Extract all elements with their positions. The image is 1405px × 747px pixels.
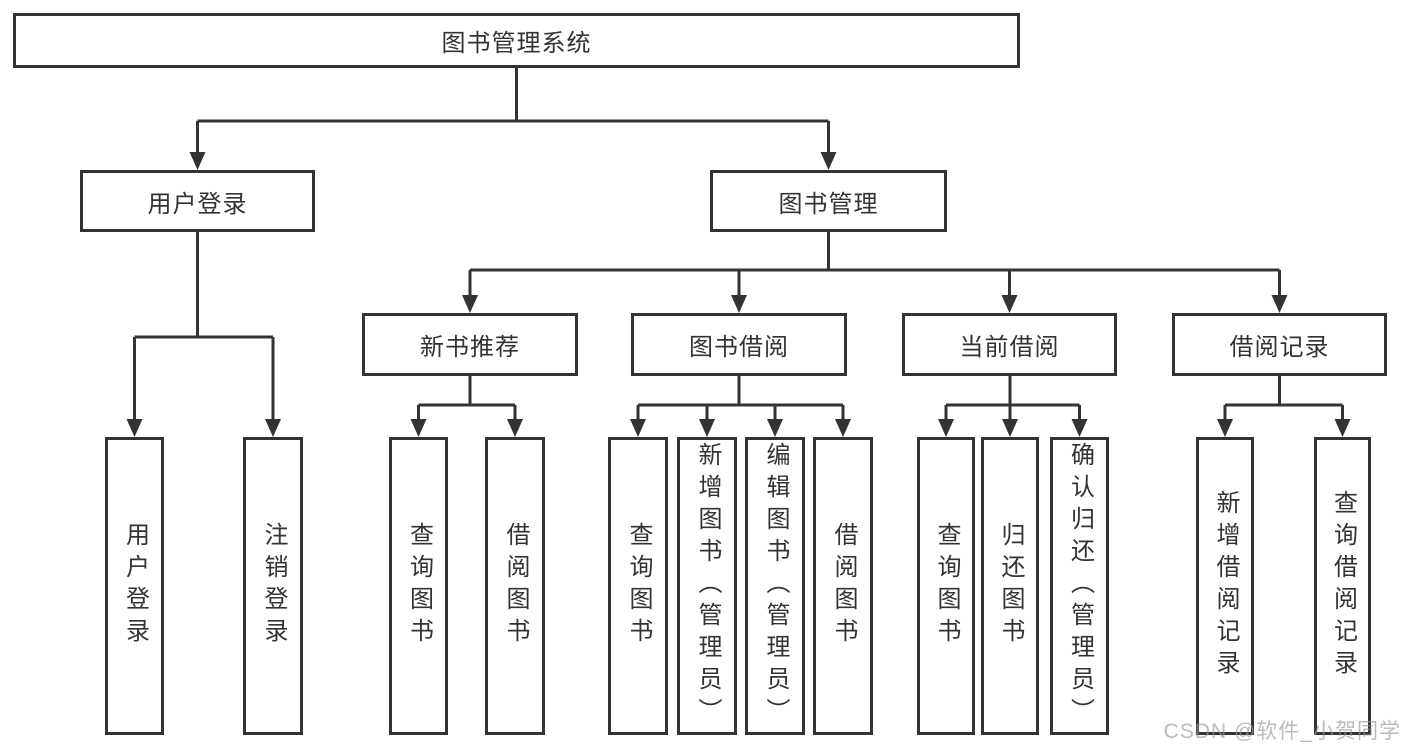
- node-book-management: 图书管理: [710, 170, 947, 232]
- connector-new-book-recommend-children: [410, 376, 523, 437]
- leaf-query-books-current: 查询图书: [917, 437, 975, 735]
- node-book-management-label: 图书管理: [778, 190, 879, 218]
- leaf-user-login: 用户登录: [105, 437, 164, 735]
- leaf-query-books-recommend: 查询图书: [389, 437, 448, 735]
- leaf-query-books-borrow: 查询图书: [608, 437, 668, 735]
- node-user-login-label: 用户登录: [147, 190, 248, 218]
- node-book-borrow-label: 图书借阅: [689, 334, 789, 361]
- connector-borrow-records-children: [1217, 376, 1351, 437]
- leaf-add-borrow-record: 新增借阅记录: [1196, 437, 1254, 735]
- node-current-borrow: 当前借阅: [902, 313, 1117, 376]
- csdn-watermark: CSDN @软件_小贺同学: [1163, 720, 1401, 743]
- leaf-logout-label: 注销登录: [260, 522, 287, 650]
- leaf-borrow-books-recommend: 借阅图书: [485, 437, 545, 735]
- leaf-borrow-books-2-label: 借阅图书: [830, 522, 857, 650]
- connector-current-borrow-children: [938, 376, 1088, 437]
- leaf-add-book-admin-label: 新增图书（管理员）: [694, 442, 721, 730]
- connector-user-login-children: [126, 232, 281, 437]
- leaf-query-borrow-record: 查询借阅记录: [1314, 437, 1371, 735]
- node-borrow-records: 借阅记录: [1172, 313, 1387, 376]
- connector-book-management-children: [462, 232, 1288, 313]
- leaf-borrow-books-recommend-label: 借阅图书: [502, 522, 529, 650]
- node-new-book-recommend-label: 新书推荐: [420, 334, 520, 361]
- leaf-add-book-admin: 新增图书（管理员）: [677, 437, 737, 735]
- leaf-confirm-return-admin-label: 确认归还（管理员）: [1066, 442, 1094, 730]
- node-root: 图书管理系统: [13, 13, 1020, 68]
- leaf-return-book: 归还图书: [981, 437, 1039, 735]
- leaf-query-books-borrow-label: 查询图书: [625, 522, 652, 650]
- leaf-logout: 注销登录: [243, 437, 303, 735]
- leaf-query-books-recommend-label: 查询图书: [405, 522, 433, 650]
- node-borrow-records-label: 借阅记录: [1229, 334, 1330, 361]
- connector-book-borrow-children: [630, 376, 851, 437]
- node-book-borrow: 图书借阅: [631, 313, 847, 376]
- leaf-return-book-label: 归还图书: [997, 522, 1024, 650]
- leaf-edit-book-admin-label: 编辑图书（管理员）: [762, 442, 789, 730]
- leaf-add-borrow-record-label: 新增借阅记录: [1212, 490, 1239, 682]
- leaf-query-books-current-label: 查询图书: [933, 522, 960, 650]
- node-current-borrow-label: 当前借阅: [959, 334, 1060, 361]
- leaf-query-borrow-record-label: 查询借阅记录: [1329, 490, 1357, 682]
- connector-root-to-level2: [189, 68, 837, 170]
- leaf-borrow-books-2: 借阅图书: [813, 437, 873, 735]
- leaf-confirm-return-admin: 确认归还（管理员）: [1050, 437, 1109, 735]
- leaf-user-login-label: 用户登录: [121, 522, 149, 650]
- node-root-label: 图书管理系统: [441, 30, 592, 57]
- node-user-login: 用户登录: [80, 170, 315, 232]
- node-new-book-recommend: 新书推荐: [362, 313, 578, 376]
- leaf-edit-book-admin: 编辑图书（管理员）: [745, 437, 805, 735]
